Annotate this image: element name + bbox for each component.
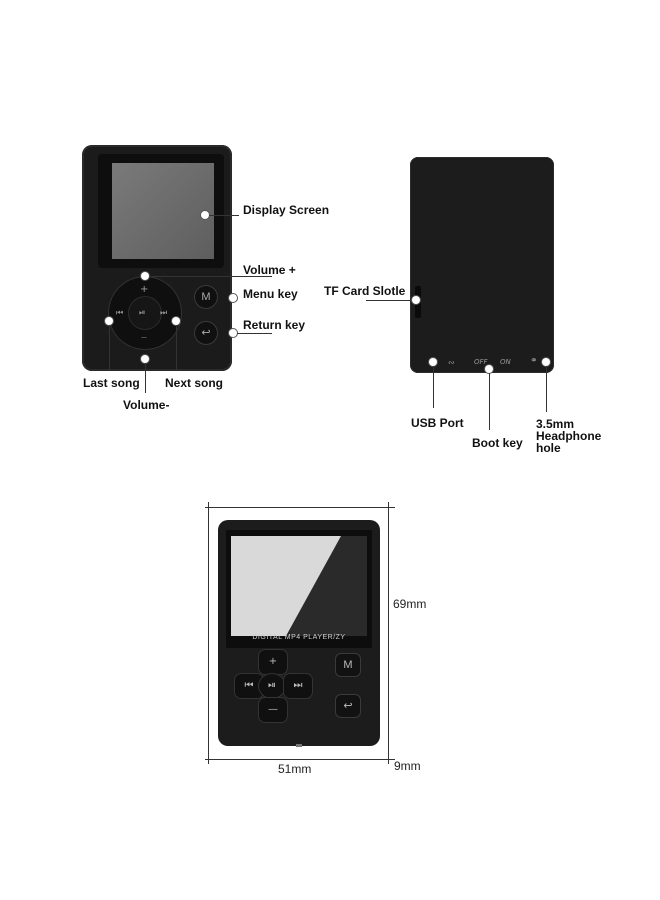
return-button: ↩: [195, 322, 217, 344]
callout-dot: [229, 294, 237, 302]
player-body-back: [410, 157, 554, 373]
callout-dot: [141, 272, 149, 280]
callout-line: [149, 276, 272, 277]
label-boot-key: Boot key: [472, 436, 523, 450]
label-headphone-line-1: 3.5mm: [536, 417, 575, 431]
label-volume-minus: Volume-: [123, 398, 170, 412]
callout-dot: [141, 355, 149, 363]
dimension-height: 69mm: [393, 597, 427, 611]
callout-line: [176, 325, 177, 370]
callout-dot: [412, 296, 420, 304]
play-pause-icon: ⏯: [139, 308, 146, 317]
play-pause-button: [129, 297, 161, 329]
usb-icon: ∾: [448, 358, 455, 367]
prev-icon: ⏮: [116, 308, 124, 317]
usb-port: [296, 744, 302, 747]
callout-line: [489, 373, 490, 430]
headphone-icon: ⚭: [530, 356, 538, 366]
menu-button: M: [336, 654, 360, 676]
callout-dot: [105, 317, 113, 325]
return-button: ↩: [336, 695, 360, 717]
screen-brand-text: DIGITAL MP4 PLAYER/ZY: [252, 634, 346, 641]
label-headphone-line-2: Headphone: [536, 429, 602, 443]
switch-on-label: ON: [500, 358, 511, 366]
callout-dot: [429, 358, 437, 366]
label-headphone-line-3: hole: [536, 441, 561, 455]
dimension-width: 51mm: [278, 762, 312, 776]
minus-icon: —: [141, 334, 147, 341]
label-volume-plus: Volume +: [243, 263, 296, 277]
dimension-guide-right: [388, 502, 389, 764]
play-pause-button: ⏯: [259, 674, 285, 698]
callout-line: [209, 215, 239, 216]
label-tf-card-slot: TF Card Slotle: [324, 284, 406, 298]
label-display-screen: Display Screen: [243, 203, 330, 217]
next-icon: ⏭: [160, 308, 168, 317]
callout-dot: [542, 358, 550, 366]
switch-off-label: OFF: [474, 358, 488, 366]
dimension-guide-bottom: [205, 759, 395, 760]
plus-icon: +: [140, 284, 149, 295]
callout-line: [433, 366, 434, 408]
dimension-depth: 9mm: [394, 759, 421, 773]
volume-up-button: +: [259, 650, 287, 674]
callout-dot: [229, 329, 237, 337]
callout-dot: [201, 211, 209, 219]
label-usb-port: USB Port: [411, 416, 464, 430]
callout-dot: [172, 317, 180, 325]
callout-dot: [485, 365, 493, 373]
label-return-key: Return key: [243, 318, 306, 332]
label-last-song: Last song: [83, 376, 140, 390]
label-menu-key: Menu key: [243, 287, 298, 301]
callout-line: [145, 363, 146, 393]
callout-line: [237, 333, 272, 334]
prev-button: ⏮: [235, 674, 263, 698]
dimension-guide-left: [208, 502, 209, 764]
display-screen: [112, 163, 214, 259]
dimension-guide-top: [205, 507, 395, 508]
label-headphone-hole: 3.5mm Headphone hole: [536, 418, 601, 454]
menu-button: M: [195, 286, 217, 308]
display-screen: [231, 536, 367, 636]
label-next-song: Next song: [165, 376, 224, 390]
next-button: ⏭: [284, 674, 312, 698]
callout-line: [109, 325, 110, 370]
callout-line: [366, 300, 413, 301]
callout-line: [546, 366, 547, 412]
volume-down-button: —: [259, 698, 287, 722]
screen-reflection: [231, 536, 341, 636]
